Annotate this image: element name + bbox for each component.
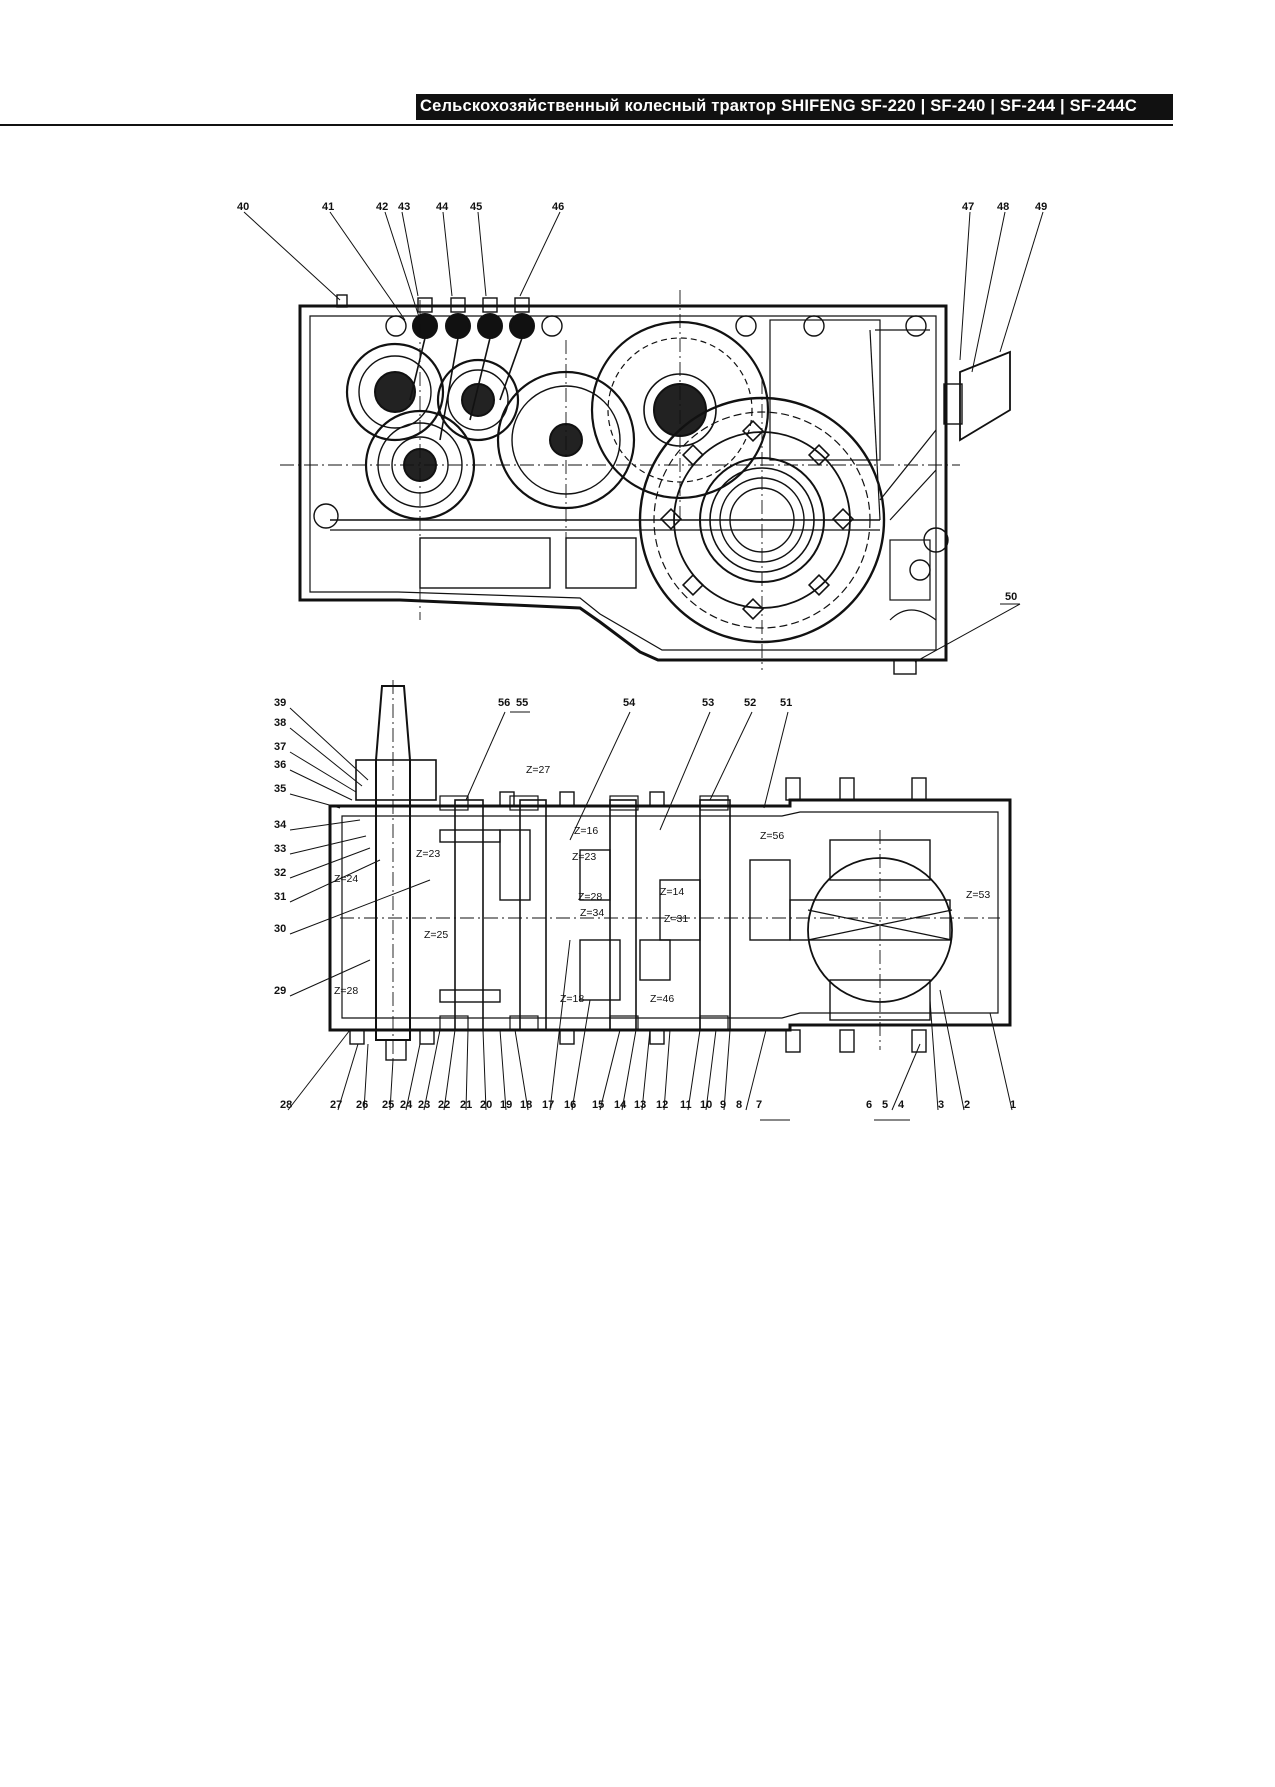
- callout-label: 7: [756, 1099, 762, 1111]
- callout-label: 40: [237, 201, 249, 213]
- callout-label: 45: [470, 201, 482, 213]
- callout-label: 31: [274, 891, 286, 903]
- gear-label: Z=53: [966, 889, 990, 901]
- gear-label: Z=31: [664, 913, 688, 925]
- callout-label: 23: [418, 1099, 430, 1111]
- callout-label: 34: [274, 819, 287, 831]
- callout-label: 33: [274, 843, 286, 855]
- callout-label: 44: [436, 201, 449, 213]
- header-title: Сельскохозяйственный колесный трактор SH…: [420, 97, 1138, 115]
- callout-label: 56: [498, 697, 510, 709]
- callout-label: 54: [623, 697, 636, 709]
- callout-label: 28: [280, 1099, 292, 1111]
- callout-label: 50: [1005, 591, 1017, 603]
- callout-label: 38: [274, 717, 286, 729]
- top-view-drawing: [280, 290, 1011, 675]
- gear-label: Z=24: [334, 873, 358, 885]
- gear-label: Z=28: [334, 985, 358, 997]
- top-view-callouts: 40 41 42 43 44 45 46 47 48 49 50: [237, 201, 1047, 603]
- callout-label: 8: [736, 1099, 742, 1111]
- callout-label: 16: [564, 1099, 576, 1111]
- gear-label: Z=25: [424, 929, 448, 941]
- callout-label: 13: [634, 1099, 646, 1111]
- gear-label: Z=18: [560, 993, 584, 1005]
- callout-label: 27: [330, 1099, 342, 1111]
- callout-label: 4: [898, 1099, 905, 1111]
- top-view-leaders: [243, 211, 1044, 663]
- callout-label: 46: [552, 201, 564, 213]
- callout-label: 30: [274, 923, 286, 935]
- gear-label: Z=56: [760, 830, 784, 842]
- gear-label: Z=28: [578, 891, 602, 903]
- callout-label: 42: [376, 201, 388, 213]
- callout-label: 15: [592, 1099, 604, 1111]
- callout-label: 48: [997, 201, 1009, 213]
- callout-label: 55: [516, 697, 528, 709]
- callout-label: 26: [356, 1099, 368, 1111]
- callout-label: 25: [382, 1099, 394, 1111]
- callout-label: 20: [480, 1099, 492, 1111]
- gear-label: Z=14: [660, 886, 684, 898]
- callout-label: 17: [542, 1099, 554, 1111]
- gear-label: Z=23: [416, 848, 440, 860]
- callout-label: 41: [322, 201, 334, 213]
- callout-label: 52: [744, 697, 756, 709]
- bottom-view-callouts-top: 56 55 54 53 52 51: [498, 697, 792, 709]
- gear-label: Z=46: [650, 993, 674, 1005]
- callout-label: 9: [720, 1099, 726, 1111]
- gear-label: Z=16: [574, 825, 598, 837]
- callout-label: 1: [1010, 1099, 1016, 1111]
- callout-label: 18: [520, 1099, 532, 1111]
- callout-label: 49: [1035, 201, 1047, 213]
- callout-label: 47: [962, 201, 974, 213]
- callout-label: 6: [866, 1099, 872, 1111]
- callout-label: 19: [500, 1099, 512, 1111]
- callout-label: 29: [274, 985, 286, 997]
- callout-label: 39: [274, 697, 286, 709]
- header-title-bar: Сельскохозяйственный колесный трактор SH…: [416, 94, 1173, 120]
- callout-label: 32: [274, 867, 286, 879]
- callout-label: 12: [656, 1099, 668, 1111]
- bottom-view-callouts-bottom: 28 27 26 25 24 23 22 21 20 19 18 17 16 1…: [280, 1099, 1016, 1111]
- callout-label: 21: [460, 1099, 472, 1111]
- callout-label: 3: [938, 1099, 944, 1111]
- callout-label: 36: [274, 759, 286, 771]
- callout-label: 2: [964, 1099, 970, 1111]
- callout-label: 11: [680, 1099, 692, 1111]
- callout-label: 24: [400, 1099, 413, 1111]
- bottom-view-leaders: [287, 707, 1013, 1121]
- callout-label: 43: [398, 201, 410, 213]
- callout-label: 37: [274, 741, 286, 753]
- callout-label: 51: [780, 697, 792, 709]
- callout-label: 10: [700, 1099, 712, 1111]
- callout-label: 14: [614, 1099, 627, 1111]
- header-rule: [0, 124, 1173, 126]
- callout-label: 35: [274, 783, 286, 795]
- gear-labels: Z=27 Z=16 Z=23 Z=23 Z=24 Z=28 Z=34 Z=25 …: [334, 764, 990, 1005]
- callout-label: 53: [702, 697, 714, 709]
- gear-label: Z=23: [572, 851, 596, 863]
- callout-label: 22: [438, 1099, 450, 1111]
- bottom-view-callouts-left: 39 38 37 36 35 34 33 32 31 30 29: [274, 697, 287, 997]
- callout-label: 5: [882, 1099, 888, 1111]
- gear-label: Z=34: [580, 907, 604, 919]
- gear-label: Z=27: [526, 764, 550, 776]
